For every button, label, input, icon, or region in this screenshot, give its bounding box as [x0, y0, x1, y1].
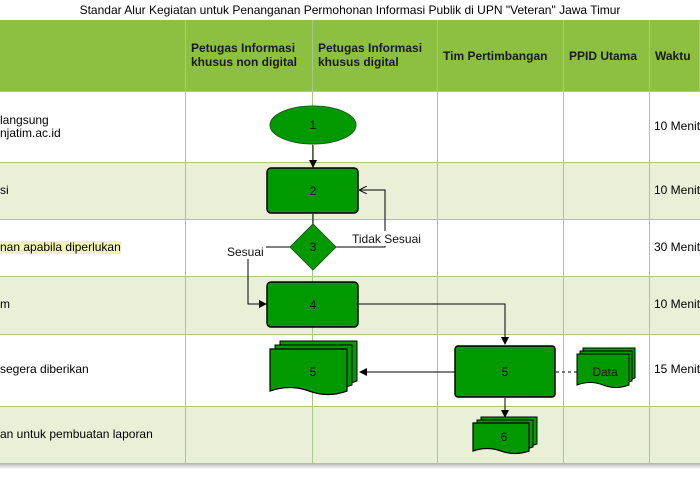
column-divider — [437, 20, 438, 464]
activity-text: si — [0, 183, 9, 197]
header-activity — [0, 20, 186, 91]
time-value: 30 Menit — [654, 240, 700, 254]
edge-3-2-tidak-sesuai — [336, 190, 386, 248]
header-ppid-utama: PPID Utama — [564, 20, 650, 91]
node-label: 2 — [310, 184, 317, 198]
header-digital: Petugas Informasi khusus digital — [313, 20, 438, 91]
activity-text: an untuk pembuatan laporan — [0, 427, 153, 441]
time-value: 10 Menit — [654, 183, 700, 197]
node-label: 5 — [310, 365, 317, 379]
activity-text: langsung njatim.ac.id — [0, 113, 61, 140]
edge-label-bg — [350, 231, 422, 246]
time-value: 15 Menit — [654, 362, 700, 376]
node-label: 4 — [310, 298, 317, 312]
edge-label-tidak-sesuai: Tidak Sesuai — [352, 232, 421, 246]
node-process-2 — [266, 167, 359, 214]
column-divider — [563, 20, 564, 464]
activity-text: nan apabila diperlukan — [0, 240, 121, 254]
node-documents-6 — [472, 416, 538, 455]
column-divider — [649, 20, 650, 464]
time-value: 10 Menit — [654, 297, 700, 311]
table-shadow — [0, 464, 700, 469]
diagram-title: Standar Alur Kegiatan untuk Penanganan P… — [79, 3, 621, 17]
column-divider — [185, 20, 186, 464]
node-process-5 — [454, 345, 556, 398]
header-waktu: Waktu — [650, 20, 700, 91]
node-label: 3 — [310, 240, 317, 254]
edge-label-bg — [226, 244, 266, 259]
edge-4-5 — [359, 303, 509, 345]
activity-text: segera diberikan — [0, 362, 89, 376]
node-start — [269, 105, 357, 145]
time-value: 10 Menit — [654, 119, 700, 133]
header-non-digital: Petugas Informasi khusus non digital — [186, 20, 313, 91]
node-process-4 — [266, 281, 359, 328]
flow-table: Petugas Informasi khusus non digital Pet… — [0, 20, 700, 464]
node-decision-3 — [289, 223, 337, 271]
node-label: 1 — [310, 118, 317, 132]
table-row — [0, 406, 700, 464]
node-label: 5 — [502, 365, 509, 379]
node-label: Data — [592, 365, 618, 379]
edge-label-sesuai: Sesuai — [227, 245, 264, 259]
node-data-documents — [576, 347, 636, 388]
node-label: 6 — [501, 430, 508, 444]
node-documents-5a — [269, 340, 358, 396]
edge-3-4-sesuai — [247, 246, 290, 308]
activity-text: m — [0, 297, 10, 311]
header-tim-pertimbangan: Tim Pertimbangan — [438, 20, 564, 91]
